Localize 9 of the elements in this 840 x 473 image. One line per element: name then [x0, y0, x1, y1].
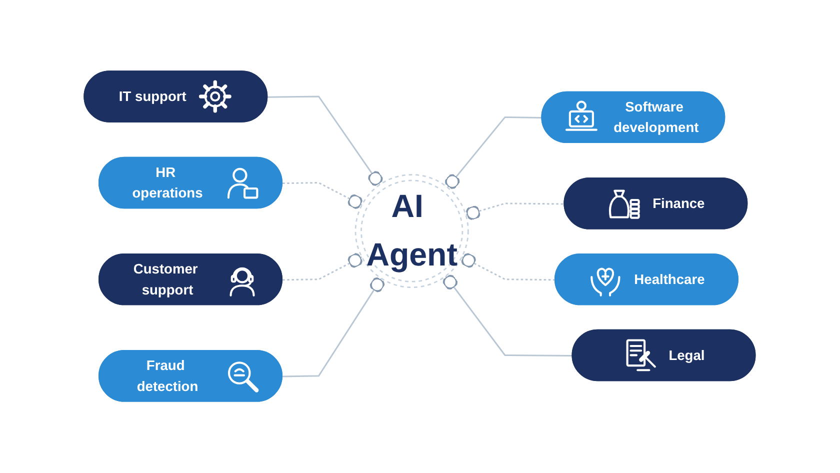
node-circle: AI Agent: [355, 174, 470, 288]
connector: [466, 202, 566, 220]
connector: [282, 182, 363, 210]
connector: [282, 253, 363, 281]
connector: [268, 96, 383, 186]
connector: [445, 116, 543, 190]
connector: [462, 253, 556, 281]
connector: [443, 275, 574, 357]
connector: [282, 278, 385, 378]
